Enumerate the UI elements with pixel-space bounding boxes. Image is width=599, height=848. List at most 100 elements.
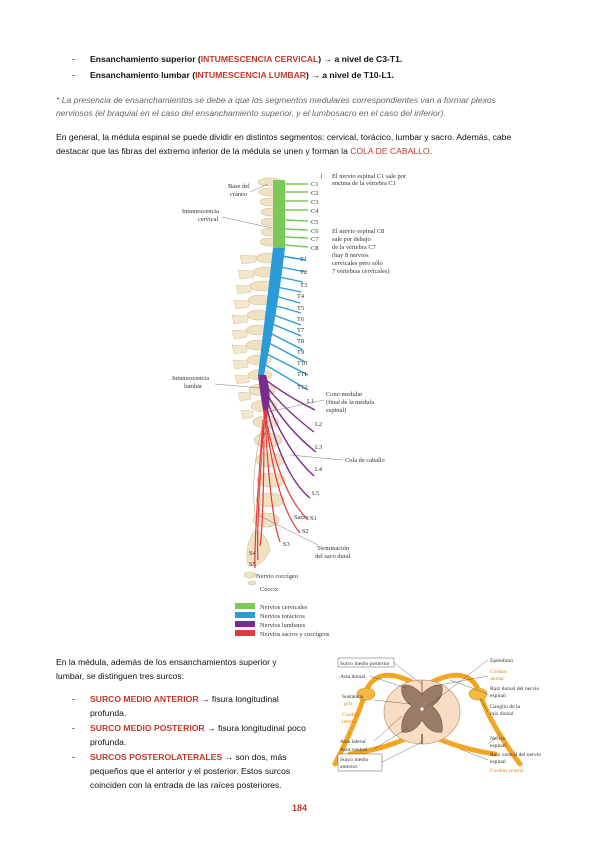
label-intumescencia-cervical: Intumescencia (182, 208, 219, 215)
level-s5: S5 (249, 561, 256, 568)
legend-swatch-cervical (235, 603, 255, 609)
legend-swatch-toracic (235, 612, 255, 618)
label-ependimo: Epéndimo (490, 658, 513, 664)
note-c8-line: de la vértebra C7 (332, 244, 377, 251)
level-l5: L5 (312, 490, 319, 497)
surco-medio-posterior: SURCO MEDIO POSTERIOR → fisura longitudi… (90, 722, 315, 735)
level-t3: T3 (300, 282, 307, 289)
label-cono-medular: Cono medular (326, 391, 363, 398)
note-line: * La presencia de ensanchamientos se deb… (56, 95, 496, 105)
label-intumescencia-lumbar-2: lumbar (184, 383, 203, 390)
level-s2: S2 (302, 528, 309, 535)
label-sacro: Sacro (294, 514, 309, 521)
dural-sac (253, 419, 269, 516)
level-s3: S3 (283, 541, 290, 548)
bullet-text: ) → a nivel de T10-L1. (305, 70, 394, 80)
level-c6: C6 (311, 228, 318, 235)
lower-paragraph-line: lumbar, se distinguen tres surcos: (56, 671, 185, 681)
surco-name: SURCO MEDIO ANTERIOR (90, 694, 199, 704)
label-coccix: Cóccix (260, 586, 279, 593)
level-s1: S1 (310, 515, 317, 522)
label-cono-medular-2: (final de la médula (326, 399, 374, 406)
level-c8: C8 (311, 245, 318, 252)
label-raiz-ventral: Raíz ventral del nervio (490, 752, 541, 758)
figure-legend: Nervios cervicales Nervios torácicos Ner… (235, 603, 330, 638)
label-surco-medio-anterior: Surco medio (340, 757, 369, 763)
bullet-marker: - (72, 752, 75, 762)
level-t9: T9 (297, 349, 304, 356)
bullet-marker: - (72, 723, 75, 733)
legend-label-sacral: Nervios sacros y coccígeos (260, 631, 330, 638)
paragraph-text: . (429, 146, 432, 156)
label-asta-lateral: Asta lateral (340, 739, 366, 745)
label-asta-ventral: Asta ventral (340, 747, 368, 753)
brace-c1: { (320, 173, 323, 180)
note-c1-line: El nervio espinal C1 sale por (332, 173, 407, 180)
level-c7: C7 (311, 236, 319, 243)
highlight-term: INTUMESCENCIA LUMBAR (195, 70, 306, 80)
bullet-text: Ensanchamiento lumbar ( (90, 70, 196, 80)
label-sustancia-gris-2: gris (344, 701, 352, 707)
paragraph-line: destacar que las fibras del extremo infe… (56, 145, 556, 158)
paragraph-text: destacar que las fibras del extremo infe… (56, 146, 351, 156)
legend-label-toracic: Nervios torácicos (260, 613, 305, 620)
bullet-marker: - (72, 54, 75, 64)
label-raiz-dorsal: Raíz dorsal del nervio (490, 686, 539, 692)
surcos-posterolaterales: SURCOS POSTEROLATERALES → son dos, más (90, 751, 315, 764)
label-terminacion: Terminación (317, 545, 350, 552)
note-line: nerviosos (el braquial en el caso del en… (56, 108, 446, 118)
spinous-processes (231, 254, 257, 420)
bullet-marker: - (72, 694, 75, 704)
label-nervio-espinal: Nervio (490, 736, 506, 742)
cervical-nerves (284, 183, 309, 248)
label-nervio-coccigeo: Nervio coccígeo (256, 573, 298, 580)
sacral-nerves (254, 411, 309, 569)
level-c2: C2 (311, 190, 318, 197)
level-c4: C4 (311, 208, 319, 215)
bullet-intumescencia-cervical: Ensanchamiento superior (INTUMESCENCIA C… (90, 53, 402, 66)
central-canal (420, 707, 424, 711)
level-labels: C1 C2 C3 C4 C5 C6 C7 C8 T1 T2 T3 T4 T5 T… (249, 181, 323, 568)
level-s4: S4 (249, 550, 257, 557)
bullet-marker: - (72, 70, 75, 80)
level-l2: L2 (315, 421, 322, 428)
label-ganglio: Ganglio de la (490, 704, 521, 710)
level-t12: T12 (297, 384, 307, 391)
level-t6: T6 (297, 316, 304, 323)
label-base-craneo-2: cráneo (230, 191, 247, 198)
surco-desc-line: coinciden con la entrada de las raíces p… (90, 780, 282, 790)
legend-swatch-sacral (235, 630, 255, 636)
bullet-intumescencia-lumbar: Ensanchamiento lumbar (INTUMESCENCIA LUM… (90, 69, 394, 82)
surco-name: SURCO MEDIO POSTERIOR (90, 723, 205, 733)
label-nervio-espinal-2: espinal (490, 743, 506, 749)
note-c8-line: (hay 8 nervios (332, 252, 369, 259)
note-c1-line: encima de la vértebra C1 (332, 180, 396, 187)
level-c5: C5 (311, 219, 318, 226)
thoracic-segment (258, 248, 285, 375)
level-c3: C3 (311, 199, 318, 206)
label-raiz-ventral-2: espinal (490, 759, 506, 765)
note-c8-line: 7 vértebras cervicales) (332, 268, 389, 275)
label-cordon-lateral: Cordón (342, 712, 359, 718)
label-cordon-dorsal-2: dorsal (490, 676, 504, 682)
page-number: 184 (291, 803, 308, 813)
label-ganglio-2: raíz dorsal (490, 711, 514, 717)
dorsal-root-ganglion-left (356, 687, 376, 701)
legend-swatch-lumbar (235, 621, 255, 627)
thoracic-nerves (263, 255, 309, 391)
level-t5: T5 (297, 305, 304, 312)
note-c8-line: El nervio espinal C8 (332, 228, 384, 235)
note-c8-line: sale por debajo (332, 236, 371, 243)
leader-lines (369, 659, 501, 763)
label-cola-de-caballo: Cola de caballo (345, 457, 385, 464)
surco-desc-line: profunda. (90, 737, 127, 747)
level-c1: C1 (311, 181, 318, 188)
surco-desc: → son dos, más (222, 752, 287, 762)
label-cono-medular-3: espinal) (326, 407, 346, 414)
label-cordon-lateral-2: lateral (342, 719, 356, 725)
surco-desc-line: pequeños que el anterior y el posterior.… (90, 766, 291, 776)
lumbar-nerves (265, 379, 317, 499)
label-raiz-dorsal-2: espinal (490, 693, 506, 699)
level-t11: T11 (297, 371, 307, 378)
